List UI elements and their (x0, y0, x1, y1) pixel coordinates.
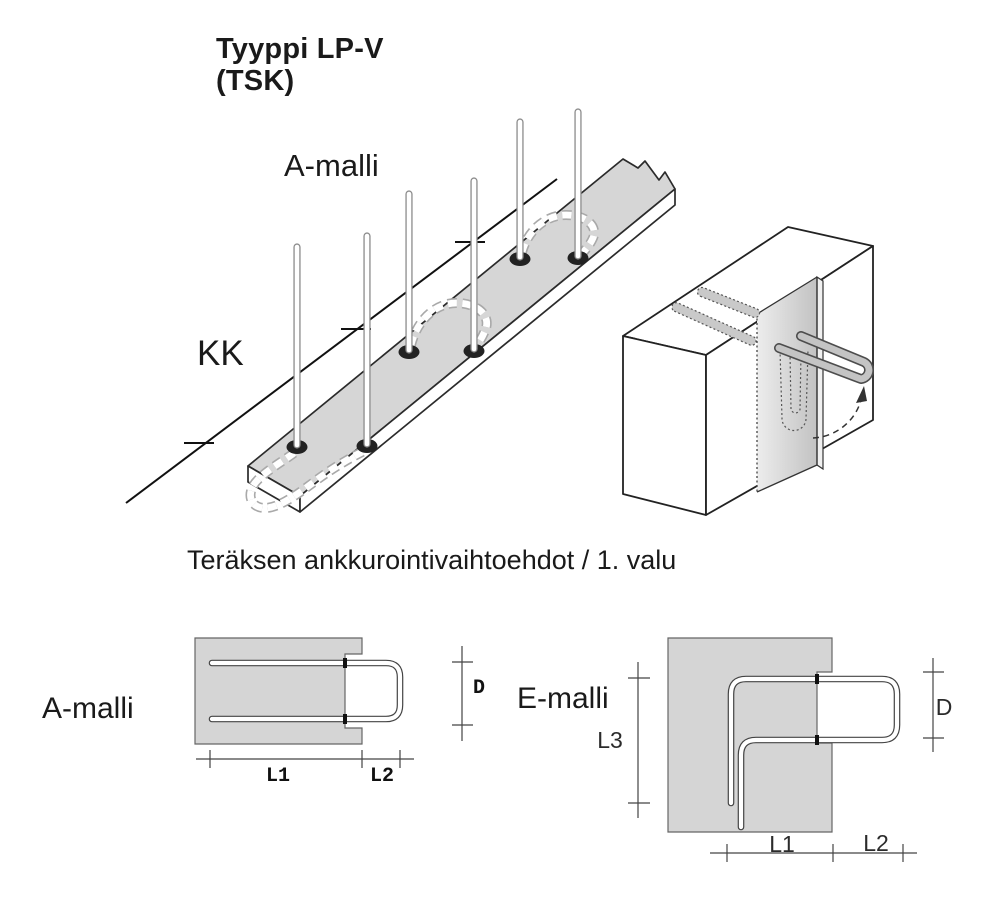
steel-plate-bar (247, 158, 676, 513)
page-title-line2: (TSK) (216, 64, 295, 97)
a-plate (194, 637, 363, 745)
e-model-diagram (628, 637, 944, 862)
fold-arrow (812, 386, 867, 439)
a-dim-d (452, 646, 473, 741)
dim-label-a-l2: L2 (369, 765, 395, 788)
caption-anchoring-options: Teräksen ankkurointivaihtoehdot / 1. val… (187, 545, 677, 575)
page-title-line1: Tyyppi LP-V (216, 33, 384, 65)
label-e-malli-plan: E-malli (517, 682, 609, 715)
dim-label-e-l3: L3 (597, 727, 623, 753)
hairpin-bent (774, 331, 874, 384)
a-hairpin (208, 658, 404, 724)
a-model-diagram (194, 637, 473, 768)
embedded-plate (756, 275, 824, 493)
hairpin-loops (245, 209, 600, 514)
dim-label-a-d: D (472, 677, 486, 700)
e-dim-l3 (628, 662, 650, 818)
anchor-pins (293, 108, 582, 449)
e-plate (667, 637, 833, 833)
dim-label-e-l2: L2 (863, 830, 889, 856)
anchor-rods-hidden (671, 286, 761, 346)
e-dim-d (923, 658, 944, 752)
label-a-malli-iso: A-malli (284, 148, 379, 183)
label-kk-spacing: KK (197, 334, 244, 373)
detail-diagram (622, 226, 874, 516)
hairpin-hidden (779, 349, 809, 432)
e-hairpin (727, 674, 901, 831)
e-dim-l1l2 (710, 844, 917, 862)
bar-front-face (299, 188, 676, 513)
dim-label-e-d: D (935, 694, 953, 720)
element-left-face (622, 335, 707, 516)
a-dim-l1l2 (196, 750, 414, 768)
page-title: Tyyppi LP-V (TSK) (216, 33, 384, 98)
label-a-malli-plan: A-malli (42, 692, 134, 725)
iso-diagram (125, 108, 676, 514)
dim-label-e-l1: L1 (769, 831, 795, 857)
dim-label-a-l1: L1 (265, 765, 291, 788)
kk-dimension-line (125, 178, 558, 504)
bar-top-face (247, 158, 676, 497)
